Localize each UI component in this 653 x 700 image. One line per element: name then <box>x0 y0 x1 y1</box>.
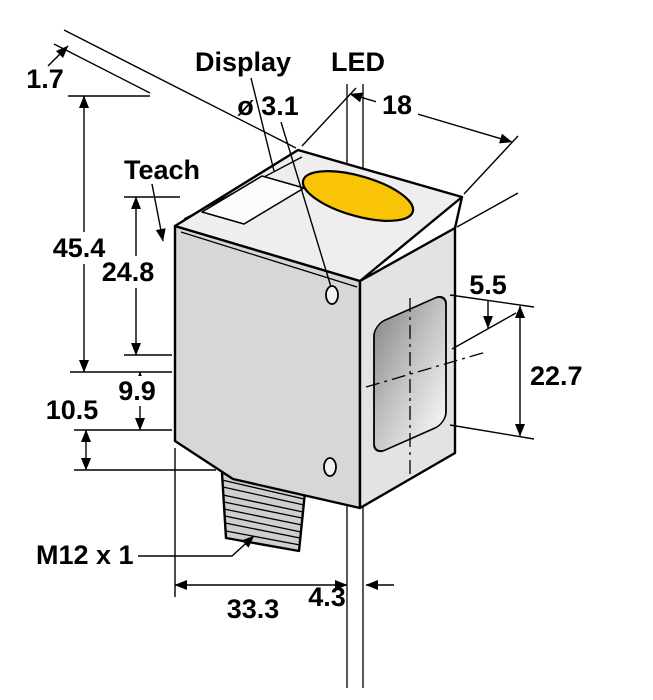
dim-1-7 <box>47 29 297 149</box>
dim-label-33-3: 33.3 <box>227 594 280 624</box>
dim-label-1-7: 1.7 <box>26 64 64 94</box>
dim-label-dia-3-1: ø 3.1 <box>237 91 299 121</box>
label-thread: M12 x 1 <box>36 540 134 570</box>
extension-line <box>451 312 517 350</box>
hole-leader <box>280 121 332 288</box>
dim-label-24-8: 24.8 <box>102 257 155 287</box>
thread-leader <box>138 535 255 557</box>
teach-leader <box>151 183 166 242</box>
dim-33-3 <box>174 448 348 597</box>
body-corner-edge <box>453 196 464 229</box>
dim-label-45-4: 45.4 <box>53 233 106 263</box>
dim-label-4-3: 4.3 <box>308 582 346 612</box>
dim-label-9-9: 9.9 <box>118 376 156 406</box>
m12-connector <box>220 471 307 553</box>
connector-threads <box>221 479 305 546</box>
window-centerline-horizontal <box>365 351 487 388</box>
label-teach: Teach <box>124 155 200 185</box>
extension-line <box>301 87 357 147</box>
label-bg <box>112 376 162 406</box>
dim-10-5 <box>74 429 216 471</box>
label-led: LED <box>331 47 385 77</box>
leader-arrow <box>47 45 69 67</box>
dim-22-7 <box>449 294 535 440</box>
extension-line <box>63 29 297 149</box>
labels: 1.7 Display LED ø 3.1 18 Teach 45.4 24.8… <box>26 47 582 624</box>
dim-label-22-7: 22.7 <box>530 361 583 391</box>
sensor-body <box>173 148 487 510</box>
dim-label-10-5: 10.5 <box>46 395 99 425</box>
extension-line <box>449 424 535 440</box>
dim-5-5 <box>451 192 519 350</box>
dimension-line <box>349 92 513 144</box>
extension-line <box>463 135 519 195</box>
mounting-hole-bottom <box>323 457 337 477</box>
label-bg <box>98 256 158 288</box>
dim-label-18: 18 <box>382 90 412 120</box>
dim-label-5-5: 5.5 <box>469 270 507 300</box>
extension-line <box>456 192 519 228</box>
mounting-hole-top <box>325 285 339 305</box>
display-leader <box>250 77 275 172</box>
extension-line <box>449 294 535 308</box>
label-bg <box>376 90 418 120</box>
label-display: Display <box>195 47 291 77</box>
extension-line <box>53 43 151 94</box>
led-dome <box>301 170 415 222</box>
